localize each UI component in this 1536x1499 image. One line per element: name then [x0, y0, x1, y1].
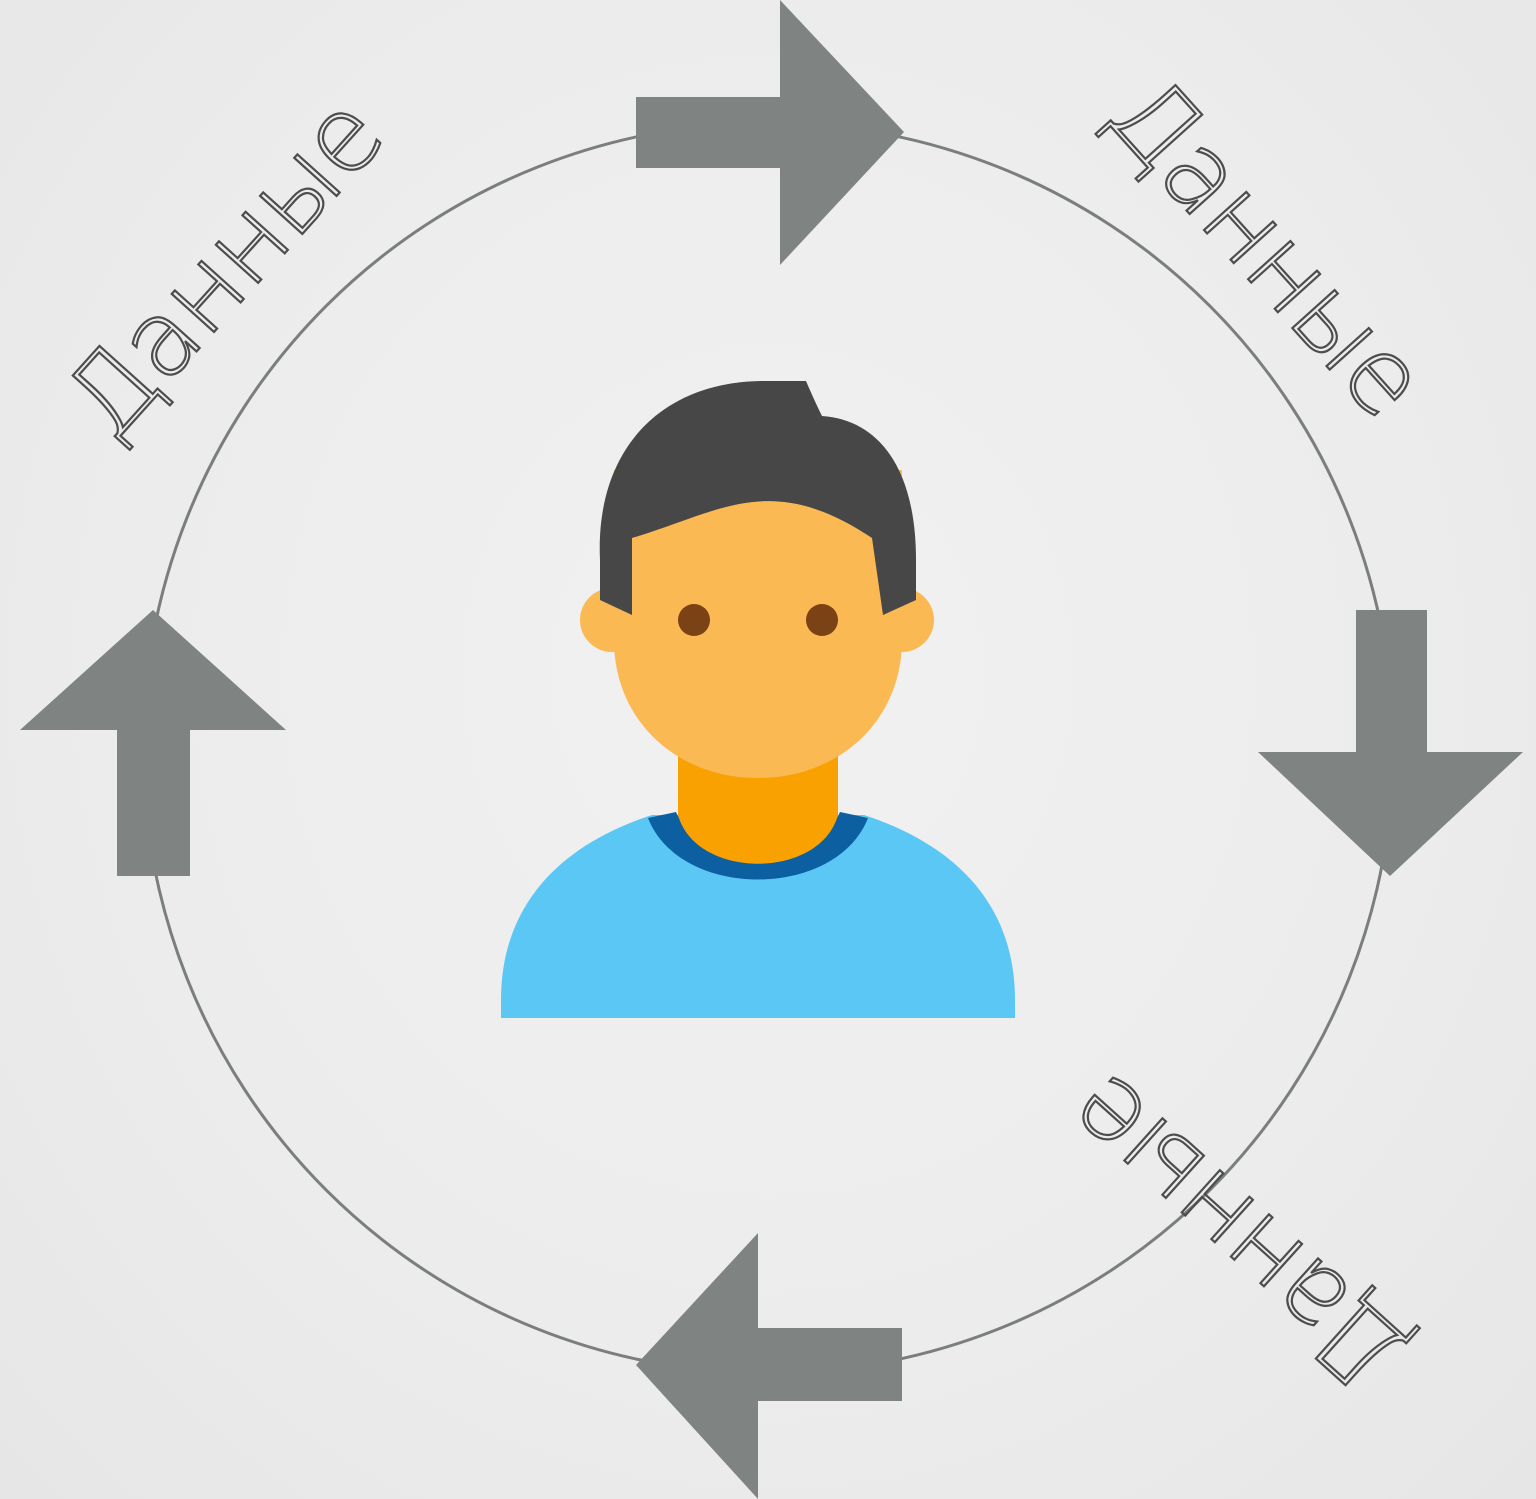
left-eye [678, 604, 710, 636]
person-icon [501, 381, 1015, 1018]
hair-shape [599, 381, 916, 615]
label-bottom-right: Данные [1044, 1052, 1432, 1418]
right-eye [806, 604, 838, 636]
label-top-left: Данные [40, 74, 406, 462]
arrow-right-icon [636, 0, 904, 265]
arrow-up-icon [20, 610, 286, 876]
face-shape [614, 470, 902, 778]
arrow-down-icon [1258, 610, 1523, 876]
shirt-shape [501, 815, 1015, 1018]
collar-shape [648, 812, 868, 880]
arrow-left-icon [636, 1233, 902, 1499]
